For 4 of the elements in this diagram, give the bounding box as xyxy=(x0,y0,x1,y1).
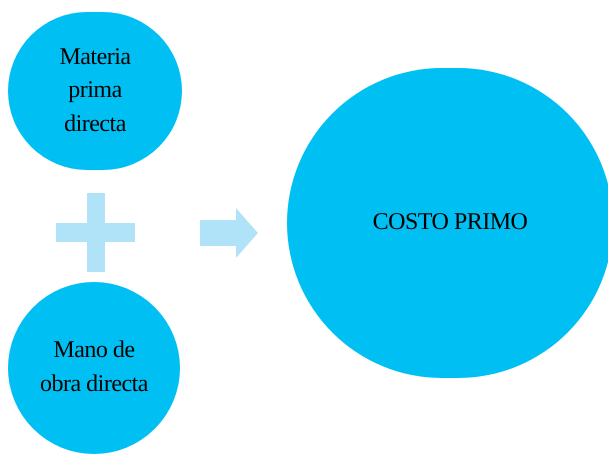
block-arrow xyxy=(200,208,258,258)
node-label: Materia prima directa xyxy=(58,42,132,139)
node-label: COSTO PRIMO xyxy=(372,208,528,238)
node-label: Mano de obra directa xyxy=(40,336,148,399)
